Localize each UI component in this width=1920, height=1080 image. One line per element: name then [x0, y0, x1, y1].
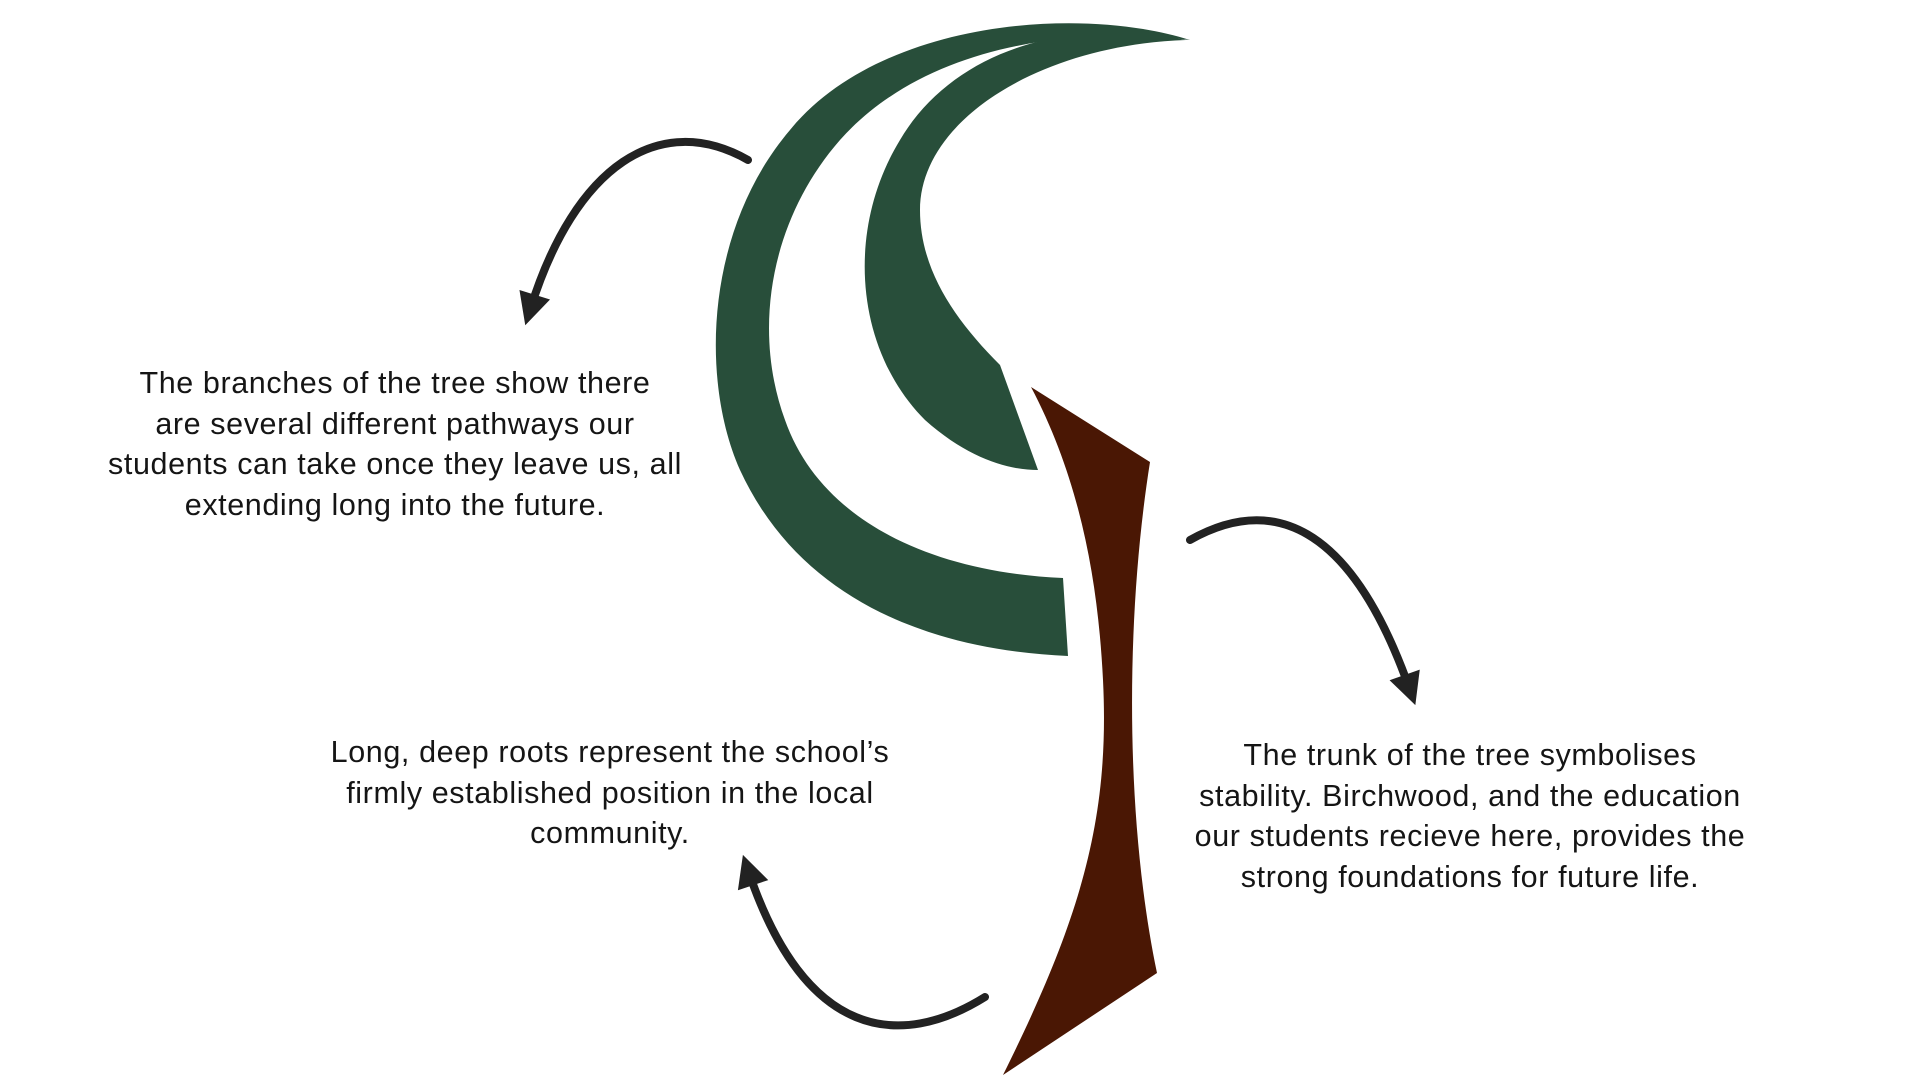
roots-arrow	[737, 854, 989, 1030]
roots-caption-line: firmly established position in the local	[346, 775, 874, 810]
branches-arrow	[519, 138, 752, 326]
roots-caption: Long, deep roots represent the school’s …	[300, 732, 920, 854]
roots-caption-line: Long, deep roots represent the school’s	[330, 735, 890, 769]
trunk-caption-line: The trunk of the tree symbolises	[1243, 738, 1697, 772]
branches-caption-line: extending long into the future.	[184, 487, 606, 522]
inner-branch	[864, 32, 1186, 471]
trunk-caption-line: strong foundations for future life.	[1240, 859, 1700, 894]
branches-caption-line: students can take once they leave us, al…	[108, 447, 682, 481]
trunk-arrow	[1186, 516, 1420, 706]
outer-branch	[715, 23, 1190, 657]
branches-caption: The branches of the tree show there are …	[90, 363, 700, 525]
roots-caption-line: community.	[530, 816, 690, 850]
branches-caption-line: The branches of the tree show there	[139, 366, 651, 400]
tree-trunk	[1003, 387, 1157, 1075]
trunk-caption-line: stability. Birchwood, and the education	[1199, 778, 1741, 813]
branches-caption-line: are several different pathways our	[155, 406, 635, 441]
trunk-caption-line: our students recieve here, provides the	[1194, 819, 1746, 853]
trunk-caption: The trunk of the tree symbolises stabili…	[1160, 735, 1780, 897]
